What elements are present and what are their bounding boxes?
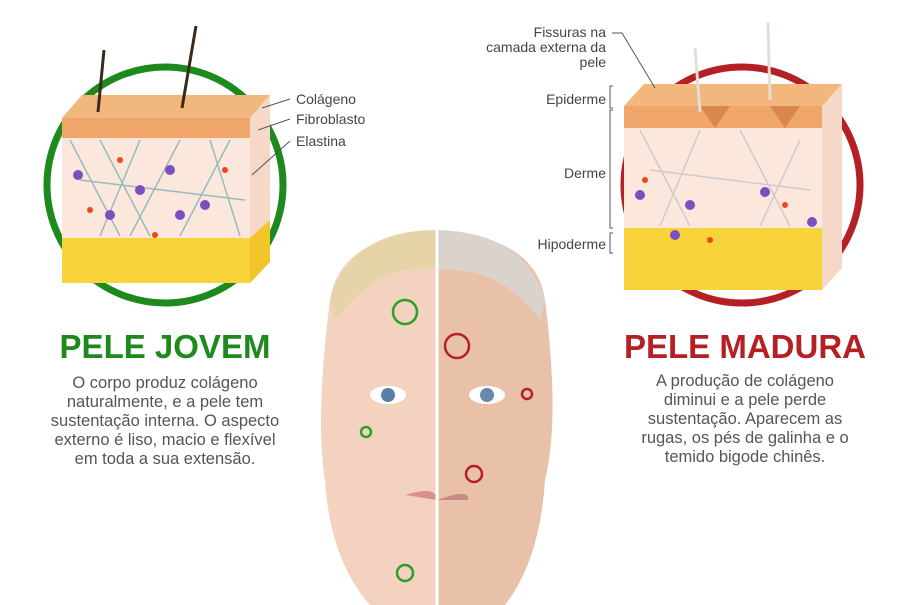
label-elastin: Elastina [296,133,346,149]
marker-circles [359,298,534,583]
young-skin-circle [43,63,287,307]
label-fibroblast: Fibroblasto [296,111,366,127]
label-hypodermis: Hipoderme [537,236,606,252]
label-epidermis: Epiderme [546,91,606,107]
hair-icon [96,25,198,113]
hair-icon [693,21,772,113]
young-description: O corpo produz colágeno naturalmente, e … [50,374,280,468]
face-illustration [321,230,553,605]
young-skin-block [62,95,270,283]
young-title: PELE JOVEM [59,328,271,365]
mature-title: PELE MADURA [623,328,866,365]
mature-skin-block [624,84,842,290]
label-cracks: Fissuras na camada externa da pele [486,24,606,70]
label-dermis: Derme [563,165,606,181]
mature-description: A produção de colágeno diminui e a pele … [641,372,849,466]
label-collagen: Colágeno [296,91,356,107]
